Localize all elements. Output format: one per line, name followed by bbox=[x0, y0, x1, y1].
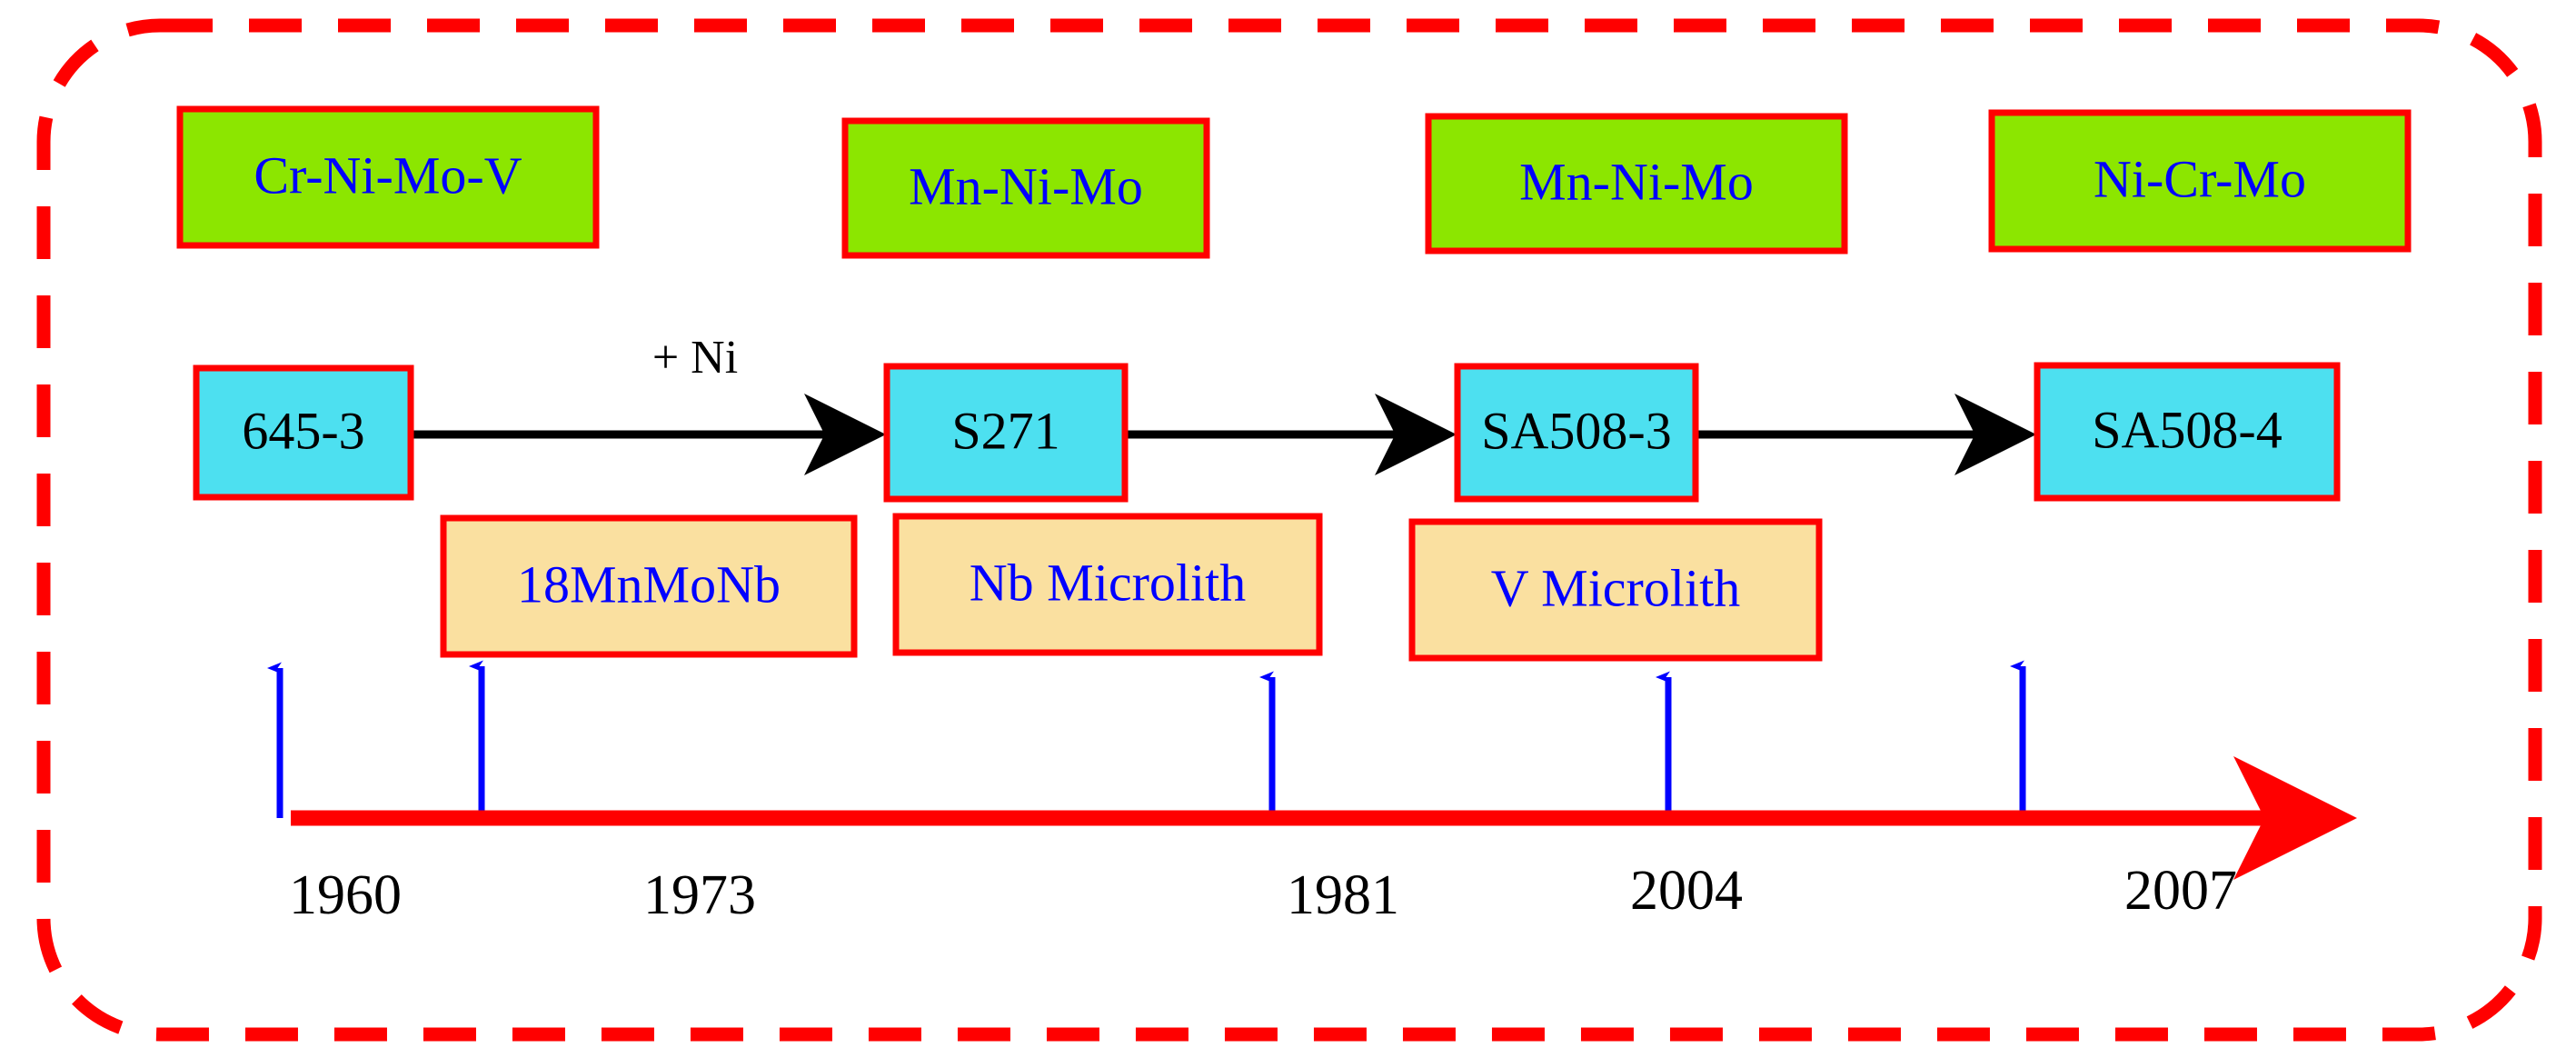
grade-box-1[interactable]: S271 bbox=[883, 363, 1129, 503]
micro-box-rect[interactable] bbox=[440, 514, 858, 658]
alloy-box-label: Mn-Ni-Mo bbox=[909, 156, 1143, 215]
alloy-box-label: Ni-Cr-Mo bbox=[2094, 149, 2306, 208]
grade-box-group: 645-3 S271 SA508-3 SA508-4 bbox=[193, 362, 2341, 503]
grade-box-3[interactable]: SA508-4 bbox=[2034, 362, 2341, 502]
micro-box-label: V Microlith bbox=[1491, 558, 1740, 617]
flow-arrow-0-label: + Ni bbox=[652, 332, 738, 384]
grade-box-0[interactable]: 645-3 bbox=[193, 364, 414, 501]
micro-box-group: 18MnMoNb Nb Microlith V Microlith bbox=[440, 513, 1823, 662]
alloy-box-1[interactable]: Mn-Ni-Mo bbox=[841, 117, 1210, 259]
micro-box-label: Nb Microlith bbox=[970, 553, 1246, 612]
micro-box-rect[interactable] bbox=[892, 513, 1323, 656]
flow-arrow-group: + Ni bbox=[411, 332, 2036, 475]
year-label-2004: 2004 bbox=[1630, 860, 1743, 922]
micro-box-2[interactable]: V Microlith bbox=[1408, 518, 1823, 662]
alloy-box-rect[interactable] bbox=[176, 105, 600, 249]
year-label-2007: 2007 bbox=[2124, 860, 2237, 922]
micro-box-label: 18MnMoNb bbox=[517, 554, 781, 614]
year-label-1960: 1960 bbox=[289, 864, 402, 926]
alloy-box-label: Mn-Ni-Mo bbox=[1519, 152, 1754, 211]
grade-box-2[interactable]: SA508-3 bbox=[1454, 363, 1699, 503]
grade-box-label: 645-3 bbox=[242, 401, 364, 460]
tick-arrow-group bbox=[280, 666, 2026, 818]
alloy-box-label: Cr-Ni-Mo-V bbox=[254, 145, 522, 205]
micro-box-1[interactable]: Nb Microlith bbox=[892, 513, 1323, 656]
grade-box-rect[interactable] bbox=[2034, 362, 2341, 502]
grade-box-label: S271 bbox=[951, 401, 1059, 460]
alloy-box-rect[interactable] bbox=[1988, 109, 2412, 253]
year-label-1973: 1973 bbox=[643, 864, 756, 926]
grade-box-rect[interactable] bbox=[1454, 363, 1699, 503]
grade-box-rect[interactable] bbox=[883, 363, 1129, 503]
grade-box-label: SA508-4 bbox=[2092, 400, 2282, 459]
year-label-1981: 1981 bbox=[1287, 864, 1399, 926]
alloy-box-0[interactable]: Cr-Ni-Mo-V bbox=[176, 105, 600, 249]
alloy-box-rect[interactable] bbox=[1425, 113, 1848, 255]
year-label-group: 1960 1973 1981 2004 2007 bbox=[289, 860, 2237, 926]
grade-box-rect[interactable] bbox=[193, 364, 414, 501]
micro-box-0[interactable]: 18MnMoNb bbox=[440, 514, 858, 658]
alloy-box-3[interactable]: Ni-Cr-Mo bbox=[1988, 109, 2412, 253]
alloy-box-2[interactable]: Mn-Ni-Mo bbox=[1425, 113, 1848, 255]
alloy-box-group: Cr-Ni-Mo-V Mn-Ni-Mo Mn-Ni-Mo Ni-Cr-Mo bbox=[176, 105, 2412, 259]
micro-box-rect[interactable] bbox=[1408, 518, 1823, 662]
alloy-box-rect[interactable] bbox=[841, 117, 1210, 259]
grade-box-label: SA508-3 bbox=[1481, 401, 1671, 460]
